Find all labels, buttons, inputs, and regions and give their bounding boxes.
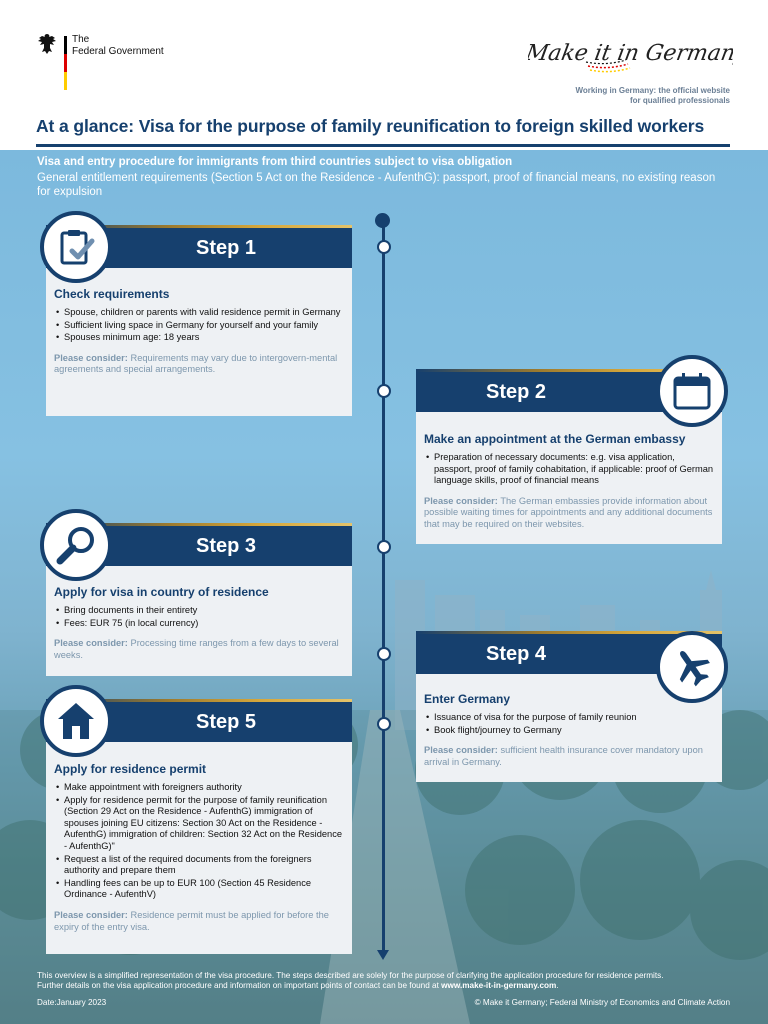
list-item: Fees: EUR 75 (in local currency) (56, 618, 344, 630)
step-2-card: Make an appointment at the German embass… (416, 412, 722, 544)
list-item: Spouse, children or parents with valid r… (56, 307, 344, 319)
step-2-consider: Please consider: The German embassies pr… (424, 496, 714, 531)
consider-label: Please consider: (54, 909, 128, 920)
timeline-end-arrow (377, 950, 389, 960)
step-1-card: Check requirements Spouse, children or p… (46, 262, 352, 416)
step-3-consider: Please consider: Processing time ranges … (54, 638, 344, 661)
government-label: The Federal Government (72, 34, 164, 58)
step-3-heading: Apply for visa in country of residence (54, 585, 269, 599)
step-5-list: Make appointment with foreigners authori… (54, 782, 344, 901)
step-1-icon-badge (40, 211, 112, 283)
list-item: Make appointment with foreigners authori… (56, 782, 344, 794)
consider-text: Residence permit must be applied for bef… (54, 909, 329, 932)
step-5-consider: Please consider: Residence permit must b… (54, 910, 344, 933)
list-item: Issuance of visa for the purpose of fami… (426, 712, 714, 724)
tagline-line2: for qualified professionals (629, 96, 730, 105)
list-item: Request a list of the required documents… (56, 854, 344, 877)
tagline-line1: Working in Germany: the official website (575, 86, 730, 95)
step-4-icon-badge (656, 631, 728, 703)
step-4-label: Step 4 (486, 642, 547, 665)
tagline: Working in Germany: the official website… (575, 86, 730, 106)
step-3-list: Bring documents in their entirety Fees: … (54, 605, 344, 629)
make-it-in-germany-logo[interactable]: Make it in Germany (528, 30, 733, 78)
footer-line1: This overview is a simplified representa… (37, 971, 664, 980)
intro-heading: Visa and entry procedure for immigrants … (37, 156, 513, 168)
title-divider (36, 144, 730, 147)
consider-label: Please consider: (54, 638, 128, 649)
footer-line2-end: . (556, 981, 559, 991)
footer-line2: Further details on the visa application … (37, 981, 737, 991)
timeline-node-3 (377, 540, 391, 554)
step-5-heading: Apply for residence permit (54, 762, 207, 776)
footer-website-link[interactable]: www.make-it-in-germany.com (441, 981, 557, 991)
gov-line1: The (72, 34, 90, 45)
consider-text: Processing time ranges from a few days t… (54, 638, 339, 660)
list-item: Book flight/journey to Germany (426, 725, 714, 737)
step-4-consider: Please consider: sufficient health insur… (424, 745, 714, 768)
footer-line2-text: Further details on the visa application … (37, 981, 442, 991)
step-4-list: Issuance of visa for the purpose of fami… (424, 712, 714, 736)
consider-text: The German embassies provide information… (424, 495, 713, 529)
timeline-start-dot (375, 213, 390, 228)
list-item: Preparation of necessary documents: e.g.… (426, 452, 714, 487)
timeline-node-5 (377, 717, 391, 731)
consider-label: Please consider: (54, 352, 128, 363)
step-1-consider: Please consider: Requirements may vary d… (54, 353, 344, 376)
german-flag-stripe (64, 36, 67, 90)
page-title: At a glance: Visa for the purpose of fam… (36, 116, 705, 136)
step-3-card: Apply for visa in country of residence B… (46, 566, 352, 676)
list-item: Apply for residence permit for the purpo… (56, 795, 344, 853)
consider-label: Please consider: (424, 745, 498, 756)
step-4-heading: Enter Germany (424, 692, 511, 706)
step-1-heading: Check requirements (54, 287, 170, 301)
federal-eagle-icon (38, 34, 56, 54)
house-icon (58, 703, 94, 739)
footer-date: Date:January 2023 (37, 998, 107, 1007)
footer-disclaimer: This overview is a simplified representa… (37, 971, 737, 991)
consider-text: sufficient health insurance cover mandat… (424, 745, 703, 767)
timeline-node-2 (377, 384, 391, 398)
step-2-heading: Make an appointment at the German embass… (424, 432, 686, 446)
footer-copyright: © Make it Germany; Federal Ministry of E… (474, 998, 730, 1007)
consider-label: Please consider: (424, 495, 498, 506)
logo-text: Make it in Germany (528, 40, 733, 66)
magnifier-icon (56, 527, 94, 565)
list-item: Sufficient living space in Germany for y… (56, 320, 344, 332)
list-item: Bring documents in their entirety (56, 605, 344, 617)
list-item: Handling fees can be up to EUR 100 (Sect… (56, 878, 344, 901)
step-3-icon-badge (40, 509, 112, 581)
step-1-list: Spouse, children or parents with valid r… (54, 307, 344, 344)
timeline-node-4 (377, 647, 391, 661)
header: The Federal Government Make it in German… (0, 0, 768, 150)
gov-line2: Federal Government (72, 46, 164, 57)
calendar-icon (673, 373, 711, 410)
list-item: Spouses minimum age: 18 years (56, 332, 344, 344)
consider-text: Requirements may vary due to intergovern… (54, 352, 338, 375)
step-3-label: Step 3 (196, 534, 257, 557)
step-5-label: Step 5 (196, 710, 257, 733)
intro-text: General entitlement requirements (Sectio… (37, 172, 716, 198)
step-5-icon-badge (40, 685, 112, 757)
step-5-card: Apply for residence permit Make appointm… (46, 742, 352, 954)
step-2-label: Step 2 (486, 380, 547, 403)
airplane-icon (679, 650, 710, 687)
step-1-label: Step 1 (196, 236, 257, 259)
step-2-icon-badge (656, 355, 728, 427)
step-2-list: Preparation of necessary documents: e.g.… (424, 452, 714, 487)
timeline-node-1 (377, 240, 391, 254)
clipboard-check-icon (60, 230, 95, 265)
timeline-line (382, 218, 385, 953)
